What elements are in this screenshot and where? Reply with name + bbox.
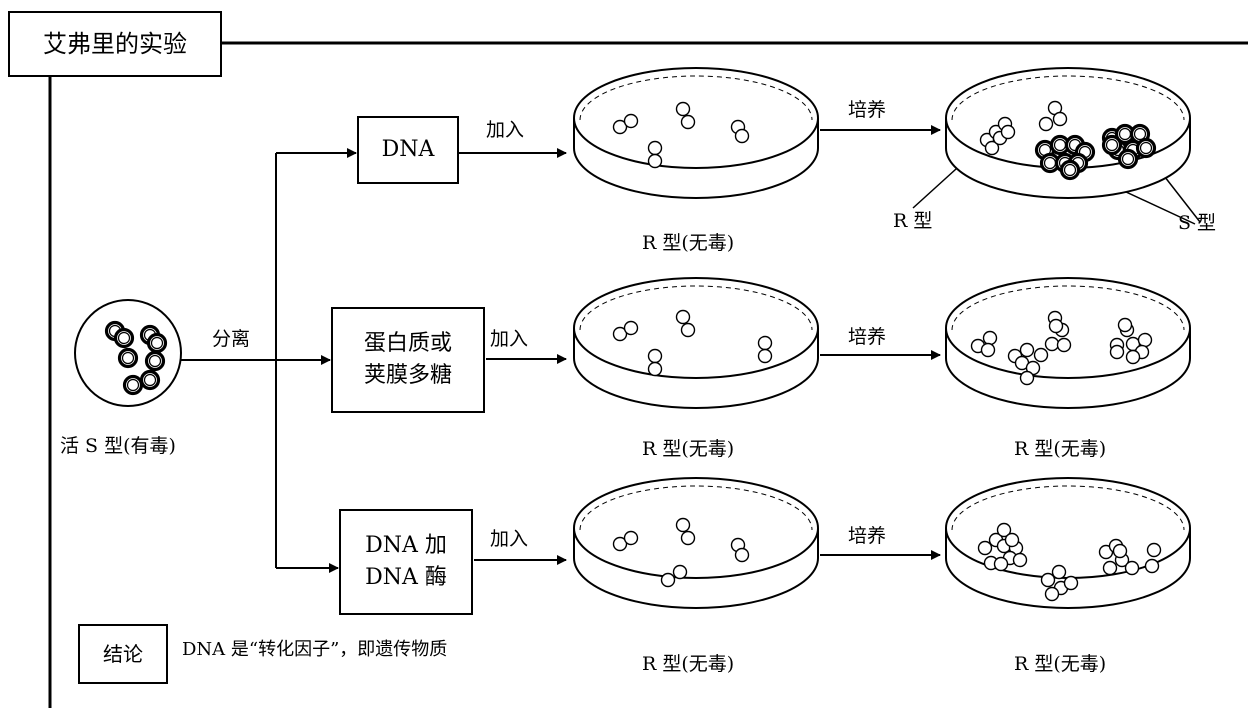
r-bacterium xyxy=(1014,554,1027,567)
add-label: 加入 xyxy=(490,530,528,549)
add-label: 加入 xyxy=(486,121,524,140)
r-bacterium xyxy=(1021,344,1034,357)
r-bacterium xyxy=(1046,338,1059,351)
result-label: R 型(无毒) xyxy=(1014,655,1106,674)
dish-rim xyxy=(574,478,818,578)
s-bacterium xyxy=(150,356,161,367)
r-bacterium xyxy=(1040,118,1053,131)
r-bacterium xyxy=(649,363,662,376)
r-bacterium xyxy=(649,142,662,155)
r-bacterium xyxy=(759,337,772,350)
result-dish-1 xyxy=(946,68,1190,198)
r-bacterium xyxy=(674,566,687,579)
r-bacterium xyxy=(625,115,638,128)
culture-label: 培养 xyxy=(848,527,886,546)
r-bacterium xyxy=(682,116,695,129)
petri-dish-2 xyxy=(574,278,818,408)
r-bacterium xyxy=(736,549,749,562)
r-bacterium xyxy=(1119,319,1132,332)
r-bacterium xyxy=(625,532,638,545)
r-bacterium xyxy=(736,130,749,143)
s-bacterium xyxy=(1135,129,1146,140)
r-bacterium xyxy=(982,344,995,357)
r-bacterium xyxy=(1139,334,1152,347)
add-label: 加入 xyxy=(490,330,528,349)
r-bacterium xyxy=(1042,574,1055,587)
culture-label: 培养 xyxy=(848,328,886,347)
r-bacterium xyxy=(1126,562,1139,575)
result-dish-3 xyxy=(946,478,1190,608)
s-bacterium xyxy=(1107,140,1118,151)
r-bacterium xyxy=(1046,588,1059,601)
culture-label: 培养 xyxy=(848,101,886,120)
component-label: DNA xyxy=(382,134,435,166)
r-bacterium xyxy=(1104,562,1117,575)
r-bacterium xyxy=(649,350,662,363)
s-bacterium xyxy=(1045,158,1056,169)
r-bacterium xyxy=(1002,126,1015,139)
s-type-label: S 型 xyxy=(1178,214,1216,233)
result-label: R 型(无毒) xyxy=(1014,440,1106,459)
s-bacterium xyxy=(152,338,163,349)
s-bacterium xyxy=(128,380,139,391)
r-bacterium xyxy=(1006,534,1019,547)
conclusion-text: DNA 是“转化因子”，即遗传物质 xyxy=(182,641,447,659)
r-bacterium xyxy=(1053,566,1066,579)
dish-label: R 型(无毒) xyxy=(642,655,734,674)
r-bacterium xyxy=(1065,577,1078,590)
s-bacterium xyxy=(1141,143,1152,154)
r-bacterium xyxy=(1111,346,1124,359)
r-bacterium xyxy=(1146,560,1159,573)
petri-dish-3 xyxy=(574,478,818,608)
dish-rim xyxy=(574,278,818,378)
dish-rim xyxy=(574,68,818,168)
r-bacterium xyxy=(759,350,772,363)
r-bacterium xyxy=(1050,320,1063,333)
conclusion-label: 结论 xyxy=(103,640,143,669)
r-bacterium xyxy=(1058,339,1071,352)
r-bacterium xyxy=(677,311,690,324)
conclusion-box: 结论 xyxy=(78,624,168,684)
r-bacterium xyxy=(1035,349,1048,362)
r-bacterium xyxy=(1127,351,1140,364)
r-bacterium xyxy=(649,155,662,168)
r-bacterium xyxy=(995,558,1008,571)
s-bacterium xyxy=(1120,129,1131,140)
title-box: 艾弗里的实验 xyxy=(8,11,222,77)
separate-label: 分离 xyxy=(212,330,250,349)
petri-dish-1 xyxy=(574,68,818,198)
s-bacterium xyxy=(123,353,134,364)
s-bacterium xyxy=(1123,154,1134,165)
r-bacterium xyxy=(984,332,997,345)
r-bacterium xyxy=(625,322,638,335)
dish-label: R 型(无毒) xyxy=(642,234,734,253)
s-bacterium xyxy=(145,375,156,386)
r-bacterium xyxy=(1021,372,1034,385)
r-type-label: R 型 xyxy=(893,212,932,231)
r-bacterium xyxy=(682,324,695,337)
s-bacterium xyxy=(119,333,130,344)
r-bacterium xyxy=(682,532,695,545)
source-label: 活 S 型(有毒) xyxy=(60,437,176,456)
r-bacterium xyxy=(662,574,675,587)
dish-label: R 型(无毒) xyxy=(642,440,734,459)
result-dish-2 xyxy=(946,278,1190,408)
r-bacterium xyxy=(1148,544,1161,557)
title-text: 艾弗里的实验 xyxy=(43,27,187,62)
r-bacterium xyxy=(677,519,690,532)
component-label: 蛋白质或荚膜多糖 xyxy=(364,328,452,392)
s-bacterium xyxy=(1065,165,1076,176)
s-bacterium xyxy=(1055,140,1066,151)
r-bacterium xyxy=(677,103,690,116)
r-bacterium xyxy=(979,542,992,555)
r-bacterium xyxy=(1054,113,1067,126)
component-box-dna: DNA xyxy=(357,116,459,184)
r-bacterium xyxy=(1114,545,1127,558)
component-box-protein: 蛋白质或荚膜多糖 xyxy=(331,307,485,413)
